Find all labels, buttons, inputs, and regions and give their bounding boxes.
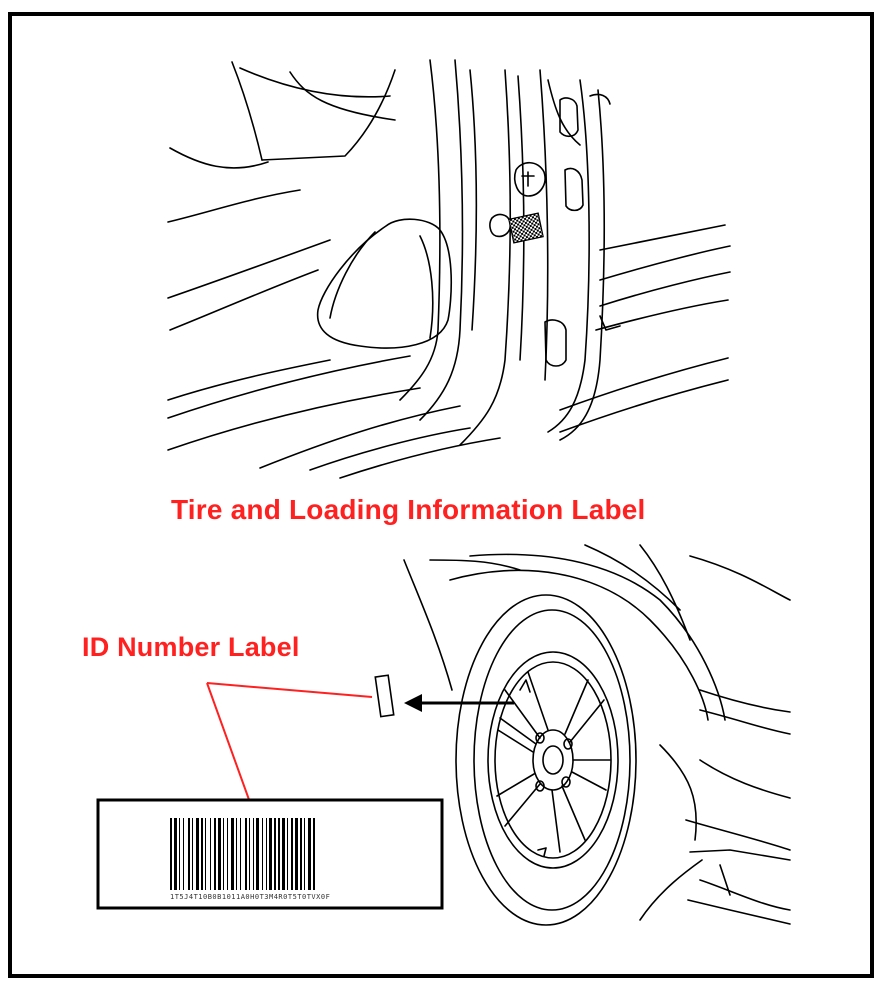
barcode-bar: [256, 818, 259, 890]
barcode-bar: [179, 818, 180, 890]
barcode-bar: [231, 818, 234, 890]
barcode-bar: [278, 818, 280, 890]
barcode-bar: [300, 818, 302, 890]
barcode-bar: [236, 818, 237, 890]
barcode-bar: [253, 818, 254, 890]
barcode-bar: [245, 818, 247, 890]
barcode-bar: [295, 818, 298, 890]
barcode-bars: [170, 818, 315, 890]
barcode-bar: [249, 818, 250, 890]
id-number-label-caption: ID Number Label: [82, 632, 300, 662]
barcode-bar: [287, 818, 288, 890]
barcode-bar: [291, 818, 293, 890]
barcode-bar: [266, 818, 267, 890]
barcode-bar: [196, 818, 199, 890]
barcode-bar: [214, 818, 216, 890]
barcode-number: 1T5J4T10B0B1011A0H0T3M4R0T5T0TVX0F: [170, 893, 331, 901]
id-label-callout: [206, 682, 373, 809]
barcode-bar: [282, 818, 285, 890]
barcode-bar: [313, 818, 315, 890]
barcode-bar: [262, 818, 263, 890]
tire-loading-label-caption: Tire and Loading Information Label: [171, 494, 646, 525]
barcode-bar: [240, 818, 241, 890]
left-arrow-icon: [404, 694, 514, 712]
barcode-bar: [188, 818, 190, 890]
barcode-bar: [274, 818, 276, 890]
barcode-bar: [170, 818, 172, 890]
barcode-bar: [192, 818, 193, 890]
id-label-sticker-icon: [374, 674, 395, 718]
barcode-bar: [205, 818, 206, 890]
barcode-bar: [174, 818, 177, 890]
barcode-bar: [218, 818, 221, 890]
barcode-bar: [183, 818, 184, 890]
barcode-bar: [210, 818, 211, 890]
wheel-illustration: [403, 544, 791, 926]
barcode-bar: [308, 818, 311, 890]
barcode-bar: [269, 818, 272, 890]
barcode-bar: [223, 818, 224, 890]
barcode-bar: [201, 818, 203, 890]
barcode-bar: [227, 818, 228, 890]
barcode-bar: [304, 818, 305, 890]
tire-label-sticker-icon: [508, 212, 544, 244]
door-opening-illustration: [167, 59, 731, 479]
